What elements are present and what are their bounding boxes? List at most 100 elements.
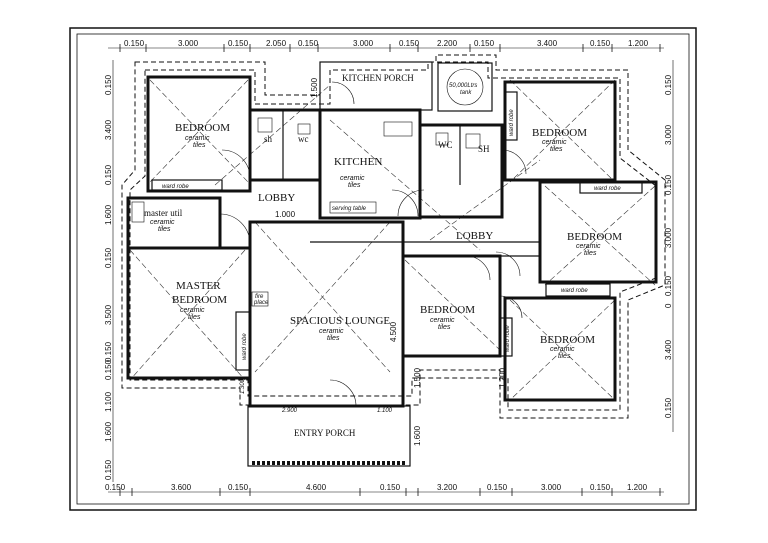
dim-right-2: 3.000: [664, 124, 673, 145]
right-dimensions: 0.150 3.000 0.150 3.000 0.150 0 3.400 0.…: [664, 74, 673, 418]
finish-line-2: tiles: [188, 314, 201, 321]
dim-bottom-1: 0.150: [105, 483, 126, 492]
label-entry-porch: ENTRY PORCH: [294, 428, 356, 438]
dim-top-2: 3.000: [178, 39, 199, 48]
dim-top-4: 2.050: [266, 39, 287, 48]
label-serving-table: serving table: [332, 206, 367, 212]
bottom-dimensions: 0.150 3.600 0.150 4.600 0.150 3.200 0.15…: [105, 483, 648, 492]
label-lobby-width: 1.000: [275, 210, 296, 219]
tank-circle: [446, 68, 484, 106]
dim-bottom-7: 0.150: [487, 483, 508, 492]
dim-top-8: 2.200: [437, 39, 458, 48]
wardrobe-label-ne: ward robe: [594, 186, 621, 192]
fixtures: [131, 68, 484, 307]
dim-top-3: 0.150: [228, 39, 249, 48]
label-wc-w: wc: [298, 134, 309, 144]
left-dimensions: 0.150 3.400 0.150 1.600 0.150 3.500 0.15…: [104, 74, 113, 480]
doors: [219, 81, 527, 407]
dim-left-2: 3.400: [104, 119, 113, 140]
dim-inner-5: 1.600: [413, 425, 422, 446]
util-wc: [131, 201, 145, 223]
label-bedroom-ne: BEDROOM: [532, 127, 587, 139]
dim-right-1: 0.150: [664, 74, 673, 95]
dim-right-5: 0.150: [664, 275, 673, 296]
dim-left-7: 0.150: [104, 341, 113, 362]
wardrobe-label-nw: ward robe: [162, 184, 189, 190]
finish-line-2: tiles: [348, 182, 361, 189]
tank-line-2: tank: [460, 90, 472, 96]
wardrobe-e: [545, 283, 611, 297]
wardrobe-nw: [151, 179, 223, 191]
dim-bottom-5: 0.150: [380, 483, 401, 492]
master-line-1: MASTER: [176, 280, 221, 292]
wardrobe-ne: [579, 181, 643, 194]
finish-line-2: tiles: [193, 142, 206, 149]
tank-line-1: 50,000Ltrs: [449, 83, 477, 89]
dim-left-1: 0.150: [104, 74, 113, 95]
dim-right-7: 3.400: [664, 339, 673, 360]
finish-line-1: ceramic: [430, 317, 455, 324]
master-line-2: BEDROOM: [172, 294, 227, 306]
label-bedroom-c: BEDROOM: [420, 304, 475, 316]
fireplace: [251, 291, 269, 307]
dim-top-11: 0.150: [590, 39, 611, 48]
dimension-lines: [108, 44, 674, 496]
toilet-e: [435, 132, 449, 146]
finish-line-1: ceramic: [576, 243, 601, 250]
dim-inner-1: 1.500: [310, 77, 319, 98]
dim-right-8: 0.150: [664, 397, 673, 418]
inner-frame: [76, 33, 690, 505]
dim-inner-2: 4.500: [389, 321, 398, 342]
label-bedroom-e: BEDROOM: [567, 231, 622, 243]
finish-line-1: ceramic: [180, 307, 205, 314]
dim-top-9: 0.150: [474, 39, 495, 48]
label-master-util: master util: [144, 208, 183, 218]
dim-top-1: 0.150: [124, 39, 145, 48]
wardrobe-label-centre: ward robe: [505, 325, 511, 352]
label-lounge: SPACIOUS LOUNGE: [290, 315, 390, 327]
dim-inner-8: 1.300: [240, 378, 246, 394]
sink-kitchen: [383, 121, 413, 137]
outer-frame: [69, 27, 697, 511]
wardrobe-label-nebed: ward robe: [509, 109, 515, 136]
finish-line-2: tiles: [158, 226, 171, 233]
label-bedroom-se: BEDROOM: [540, 334, 595, 346]
wardrobe-label-e: ward robe: [561, 288, 588, 294]
dim-bottom-10: 1.200: [627, 483, 648, 492]
finish-line-1: ceramic: [340, 175, 365, 182]
dim-top-10: 3.400: [537, 39, 558, 48]
dim-right-4: 3.000: [664, 227, 673, 248]
dim-left-9: 1.100: [104, 391, 113, 412]
inner-dimensions: 1.500 4.500 1.500 1.200 1.600 2.900 1.10…: [240, 77, 507, 446]
finish-line-1: ceramic: [542, 139, 567, 146]
dim-right-6: 0: [664, 303, 673, 308]
dim-top-7: 0.150: [399, 39, 420, 48]
dim-inner-4: 1.200: [498, 367, 507, 388]
dim-inner-3: 1.500: [413, 367, 422, 388]
wardrobe-centre: [499, 317, 513, 357]
finish-line-1: ceramic: [550, 346, 575, 353]
dim-right-3: 0.150: [664, 174, 673, 195]
label-bedroom-nw: BEDROOM: [175, 122, 230, 134]
toilet-w: [297, 123, 311, 135]
dim-bottom-2: 3.600: [171, 483, 192, 492]
shower-e: [465, 133, 481, 149]
dim-left-11: 0.150: [104, 459, 113, 480]
label-kitchen-porch: KITCHEN PORCH: [342, 73, 414, 83]
dim-bottom-6: 3.200: [437, 483, 458, 492]
finish-line-2: tiles: [550, 146, 563, 153]
label-master: MASTER BEDROOM: [172, 280, 227, 306]
fireplace-line-1: fire: [255, 294, 264, 300]
label-wc-e: WC: [438, 140, 453, 150]
label-lobby-e: LOBBY: [456, 230, 493, 242]
dim-inner-7: 1.100: [377, 408, 393, 414]
